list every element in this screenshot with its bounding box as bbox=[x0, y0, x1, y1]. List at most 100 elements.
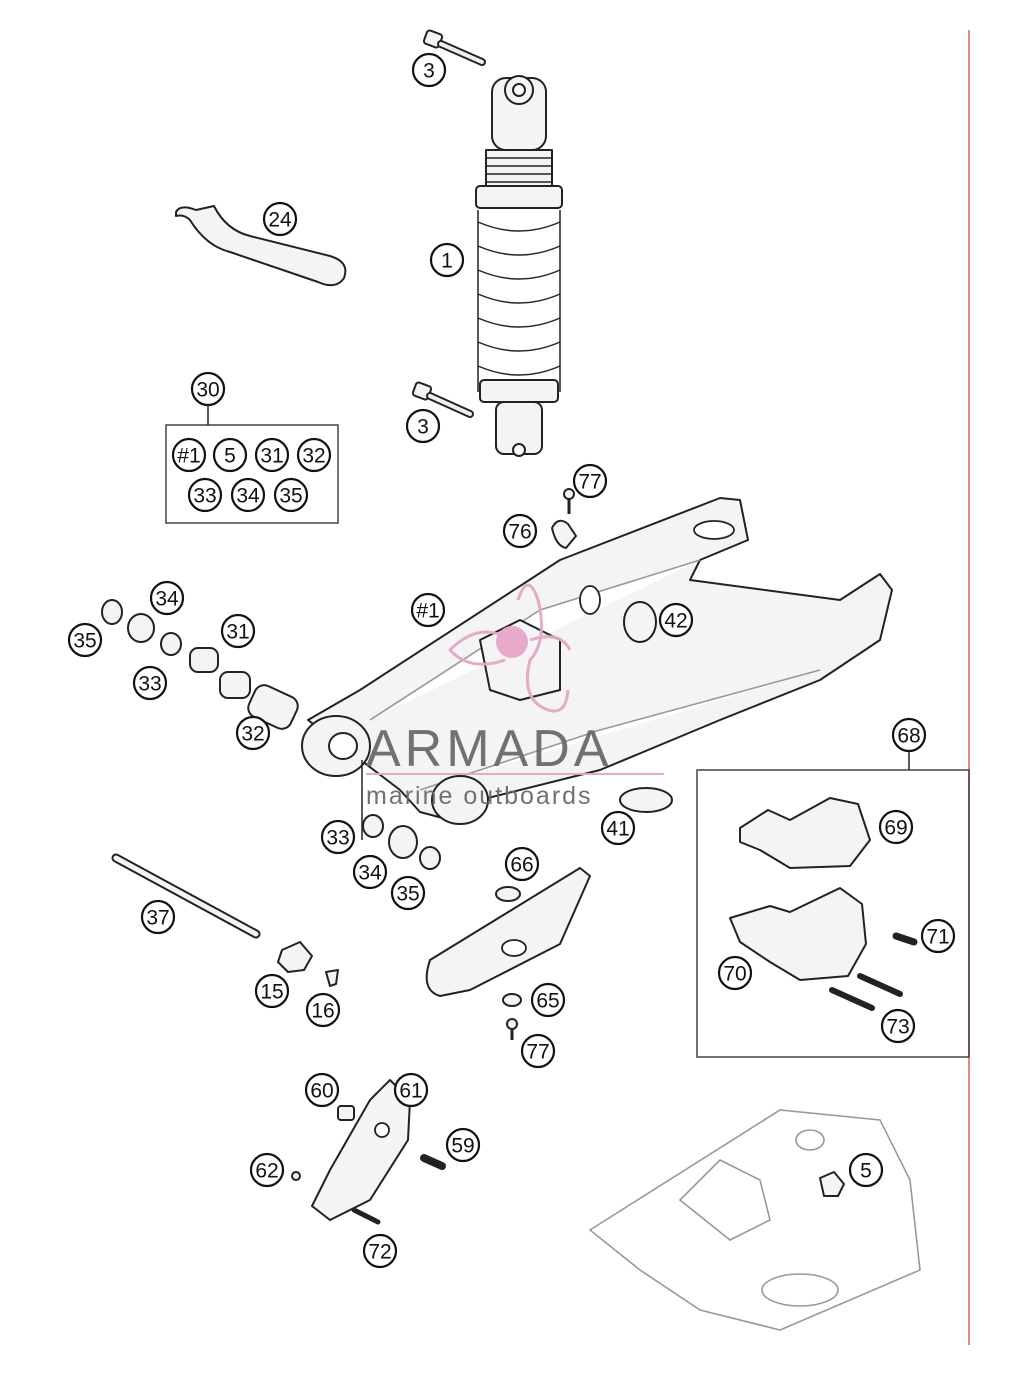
bracket-61 bbox=[311, 1079, 411, 1221]
callout-circle bbox=[304, 1072, 340, 1108]
callout-76: 76 bbox=[502, 513, 538, 549]
callout-circle bbox=[445, 1127, 481, 1163]
callout-circle bbox=[254, 437, 290, 473]
callout-circle bbox=[572, 463, 608, 499]
callout-number: 32 bbox=[302, 445, 325, 468]
callout-number: 5 bbox=[860, 1160, 872, 1183]
callout-16: 16 bbox=[305, 992, 341, 1028]
callout-number: 35 bbox=[279, 485, 302, 508]
shock-absorber bbox=[475, 75, 563, 457]
cap-16 bbox=[325, 969, 339, 987]
callout-circle bbox=[362, 1233, 398, 1269]
bolt-59 bbox=[420, 1154, 446, 1170]
callout-number: 33 bbox=[193, 485, 216, 508]
cable-guide-76 bbox=[551, 519, 577, 549]
callout-61: 61 bbox=[393, 1072, 429, 1108]
callout-35a: 35 bbox=[67, 622, 103, 658]
callout-kit-5: 5 bbox=[212, 437, 248, 473]
callout-kit-34: 34 bbox=[230, 477, 266, 513]
pivot-bearing-set-left bbox=[101, 599, 299, 730]
watermark-tagline: marine outboards bbox=[366, 782, 593, 810]
callout-number: 77 bbox=[578, 471, 601, 494]
callout-62: 62 bbox=[249, 1152, 285, 1188]
callout-circle bbox=[878, 809, 914, 845]
callout-circle bbox=[132, 665, 168, 701]
callout-number: 42 bbox=[664, 610, 687, 633]
callout-number: 16 bbox=[311, 1000, 334, 1023]
callout-number: 3 bbox=[423, 60, 435, 83]
armada-logo-icon bbox=[447, 583, 572, 713]
chain-guide-box bbox=[696, 769, 970, 1058]
callout-34b: 34 bbox=[352, 854, 388, 890]
chain-slider-66 bbox=[425, 867, 591, 997]
callout-3a: 3 bbox=[411, 52, 447, 88]
callout-circle bbox=[273, 477, 309, 513]
callout-circle bbox=[320, 819, 356, 855]
callout-number: 3 bbox=[417, 416, 429, 439]
callout-15: 15 bbox=[254, 973, 290, 1009]
callout-kit-h1: #1 bbox=[171, 437, 207, 473]
shock-mount-bolt-bottom bbox=[411, 381, 474, 418]
callout-number: 30 bbox=[196, 379, 219, 402]
callout-number: 24 bbox=[268, 209, 292, 232]
bearing-42 bbox=[623, 601, 657, 643]
callout-number: 70 bbox=[723, 963, 746, 986]
callout-37: 37 bbox=[140, 899, 176, 935]
callout-circle bbox=[390, 875, 426, 911]
callout-number: 37 bbox=[146, 907, 169, 930]
callout-30: 30 bbox=[190, 371, 226, 407]
screw-77-bottom bbox=[506, 1018, 518, 1040]
chain-guide-70 bbox=[729, 887, 867, 981]
callout-number: #1 bbox=[177, 445, 200, 468]
callout-circle bbox=[352, 854, 388, 890]
callout-circle bbox=[891, 717, 927, 753]
callout-number: 35 bbox=[73, 630, 96, 653]
spacer-65 bbox=[502, 993, 522, 1007]
callout-number: 31 bbox=[260, 445, 283, 468]
pivot-bearing-set-lower bbox=[361, 760, 441, 870]
callout-number: 69 bbox=[884, 817, 907, 840]
callout-circle bbox=[880, 1008, 916, 1044]
callout-number: 68 bbox=[897, 725, 920, 748]
callout-circle bbox=[140, 899, 176, 935]
callout-circle bbox=[171, 437, 207, 473]
callout-number: 41 bbox=[606, 818, 629, 841]
callout-77b: 77 bbox=[520, 1033, 556, 1069]
callout-circle bbox=[504, 846, 540, 882]
callout-5: 5 bbox=[848, 1152, 884, 1188]
callout-number: 66 bbox=[510, 854, 533, 877]
callout-number: 33 bbox=[326, 827, 349, 850]
callout-number: 61 bbox=[399, 1080, 422, 1103]
callout-circle bbox=[530, 982, 566, 1018]
callout-number: 5 bbox=[224, 445, 236, 468]
callout-number: 34 bbox=[358, 862, 382, 885]
callout-kit-32: 32 bbox=[296, 437, 332, 473]
callout-24: 24 bbox=[262, 201, 298, 237]
callout-number: 35 bbox=[396, 883, 419, 906]
callout-circle bbox=[149, 580, 185, 616]
callout-68: 68 bbox=[891, 717, 927, 753]
callout-circle bbox=[848, 1152, 884, 1188]
callout-70: 70 bbox=[717, 955, 753, 991]
callout-circle bbox=[410, 592, 446, 628]
callout-number: 32 bbox=[241, 723, 264, 746]
callout-h1: #1 bbox=[410, 592, 446, 628]
callout-number: 1 bbox=[441, 250, 453, 273]
bushing-60 bbox=[337, 1105, 355, 1121]
callout-circle bbox=[296, 437, 332, 473]
callout-60: 60 bbox=[304, 1072, 340, 1108]
callout-kit-31: 31 bbox=[254, 437, 290, 473]
callout-circle bbox=[405, 408, 441, 444]
callout-33a: 33 bbox=[132, 665, 168, 701]
callout-circle bbox=[220, 613, 256, 649]
swing-arm-axle bbox=[111, 853, 261, 939]
callout-number: 31 bbox=[226, 621, 249, 644]
callout-65: 65 bbox=[530, 982, 566, 1018]
callout-circle bbox=[658, 602, 694, 638]
callout-number: #1 bbox=[416, 600, 439, 623]
kit-box bbox=[165, 424, 339, 524]
bolts-73 bbox=[829, 973, 903, 1011]
bolt-72 bbox=[351, 1207, 381, 1225]
callout-circle bbox=[212, 437, 248, 473]
callout-number: 73 bbox=[886, 1016, 909, 1039]
